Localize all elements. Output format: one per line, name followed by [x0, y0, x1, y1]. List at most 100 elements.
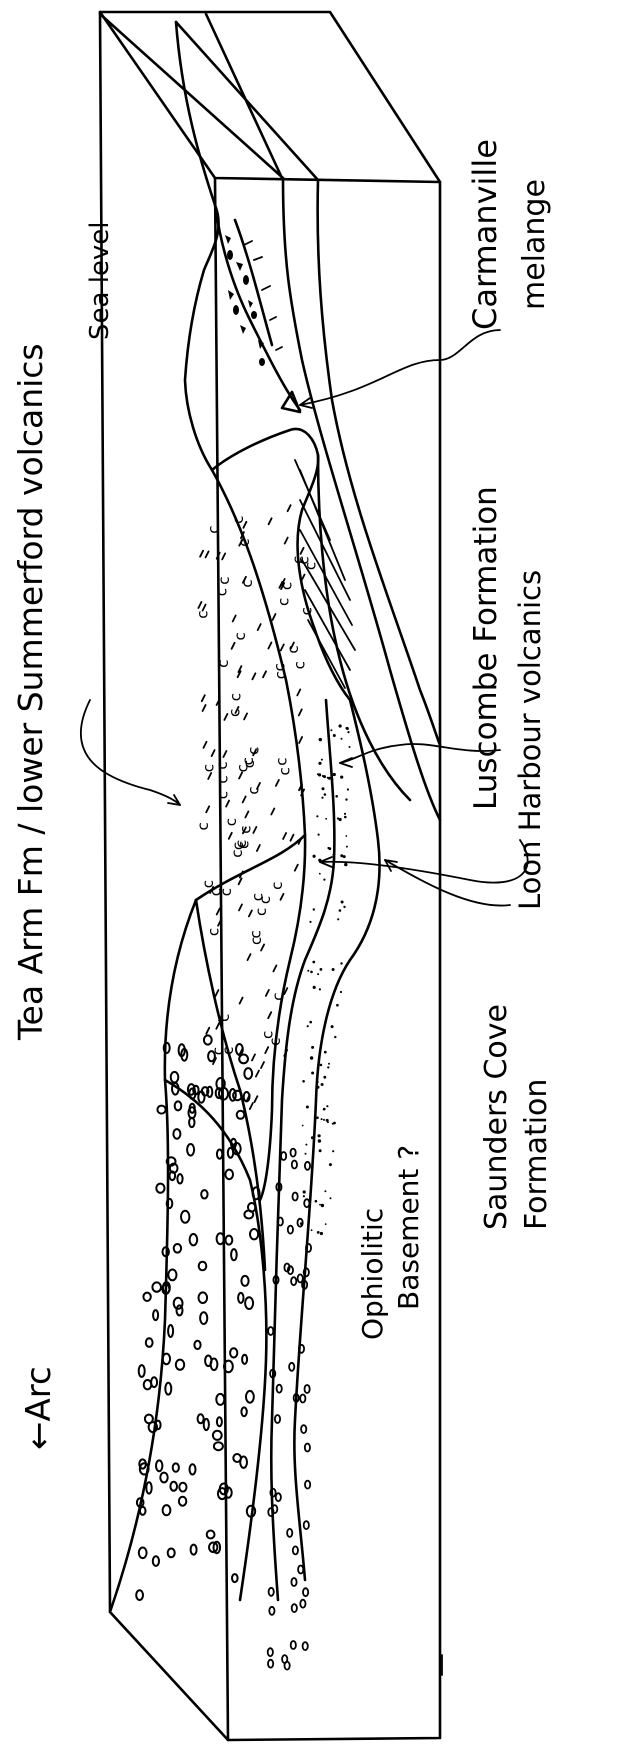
- pebble-mark: [268, 1660, 273, 1668]
- volcanic-c-mark: c: [268, 882, 286, 890]
- stipple-dot: [325, 1223, 327, 1225]
- pebble-mark: [164, 1043, 170, 1053]
- pebble-mark: [153, 1556, 159, 1566]
- stipple-dot: [302, 1080, 305, 1083]
- stipple-dot: [332, 968, 335, 971]
- stipple-dot: [309, 921, 311, 923]
- tick-mark: [252, 673, 255, 679]
- stipple-dot: [311, 1046, 314, 1049]
- pebble-mark: [156, 1184, 164, 1193]
- melange-wedge: [215, 205, 300, 410]
- stipple-dot: [332, 854, 334, 856]
- tick-mark: [257, 845, 260, 851]
- stipple-dot: [347, 731, 349, 733]
- stipple-dot: [341, 901, 344, 904]
- tick-mark: [271, 809, 274, 815]
- volcanic-c-mark: c: [273, 757, 291, 765]
- volcanic-c-mark: c: [231, 632, 249, 640]
- pebble-mark: [173, 1463, 179, 1471]
- tick-mark: [302, 575, 305, 581]
- stipple-dot: [345, 835, 347, 837]
- pebble-mark: [163, 1505, 171, 1515]
- stipple-dot: [319, 873, 321, 875]
- pebble-mark: [179, 1497, 186, 1506]
- tick-mark: [261, 1062, 264, 1068]
- tick-mark: [269, 518, 272, 524]
- volcanic-c-mark: c: [215, 1014, 233, 1022]
- tick-mark: [265, 1047, 268, 1053]
- stipple-dot: [317, 1086, 320, 1089]
- stipple-dot: [310, 1056, 313, 1059]
- stipple-dot: [307, 970, 309, 972]
- tick-mark: [273, 965, 276, 971]
- stipple-dot: [307, 1025, 309, 1027]
- stipple-dot: [332, 779, 334, 781]
- stipple-dot: [318, 762, 321, 765]
- tick-mark: [301, 548, 304, 554]
- volcanic-c-mark: c: [213, 588, 231, 596]
- stipple-dot: [321, 1083, 324, 1086]
- pebble-mark: [293, 1193, 298, 1201]
- pebble-mark: [165, 1383, 171, 1395]
- tick-mark: [215, 990, 218, 996]
- pebble-mark: [242, 1355, 247, 1364]
- pebble-mark: [292, 1604, 297, 1612]
- stipple-dot: [336, 1004, 339, 1007]
- pebble-mark: [191, 1545, 197, 1555]
- stipple-dot: [330, 729, 332, 731]
- stipple-dot: [320, 1232, 323, 1235]
- tick-mark: [263, 671, 266, 677]
- volcanic-c-mark: c: [234, 841, 252, 849]
- pebble-mark: [139, 1548, 147, 1559]
- pebble-mark: [300, 1395, 305, 1403]
- pebble-mark: [304, 1199, 309, 1207]
- stipple-dot: [321, 797, 323, 799]
- stipple-dot: [317, 1231, 320, 1234]
- tick-mark: [239, 904, 242, 910]
- pebble-mark: [275, 1415, 280, 1423]
- pebble-mark: [230, 1348, 237, 1357]
- pebble-mark: [244, 1068, 252, 1079]
- ophiolitic-label: Ophiolitic: [356, 1208, 389, 1340]
- stipple-dot: [343, 906, 345, 908]
- pebble-mark: [173, 1129, 180, 1139]
- pebble-mark: [160, 1473, 167, 1483]
- stipple-dot: [331, 1025, 334, 1028]
- tick-mark: [244, 713, 247, 719]
- pebble-mark: [175, 1101, 182, 1110]
- pebble-mark: [292, 1161, 297, 1169]
- tick-mark: [206, 806, 209, 812]
- volcanic-c-mark: c: [219, 1047, 237, 1055]
- stipple-dot: [332, 1123, 334, 1125]
- tick-mark: [232, 643, 235, 649]
- pebble-mark: [293, 1546, 298, 1554]
- tick-mark: [248, 954, 251, 960]
- tick-mark: [297, 689, 300, 695]
- pebble-mark: [305, 1385, 310, 1393]
- pebble-mark: [153, 1310, 158, 1320]
- volcanic-c-mark: c: [205, 525, 223, 533]
- stipple-dot: [319, 1204, 321, 1206]
- pebble-mark: [245, 1297, 253, 1309]
- tick-mark: [268, 643, 271, 649]
- pebble-mark: [238, 1293, 243, 1303]
- pebble-mark: [291, 1277, 296, 1285]
- stipple-dot: [324, 1190, 326, 1192]
- stipple-dot: [303, 1190, 306, 1193]
- stipple-dot: [332, 1150, 334, 1152]
- tick-mark: [254, 1096, 257, 1102]
- stipple-dot: [328, 1063, 330, 1065]
- tick-mark: [202, 695, 205, 701]
- volcanic-c-mark: c: [298, 607, 316, 615]
- pebble-mark: [306, 1244, 311, 1252]
- pebble-mark: [281, 1152, 286, 1160]
- stipple-dot: [313, 986, 316, 989]
- tick-mark: [216, 1023, 219, 1029]
- volcanic-c-mark: c: [274, 598, 292, 606]
- pebble-mark: [140, 1507, 146, 1515]
- stipple-dot: [320, 1064, 323, 1067]
- pebble-mark: [299, 1345, 304, 1353]
- pebble-mark: [157, 1106, 165, 1114]
- tick-mark: [288, 505, 291, 511]
